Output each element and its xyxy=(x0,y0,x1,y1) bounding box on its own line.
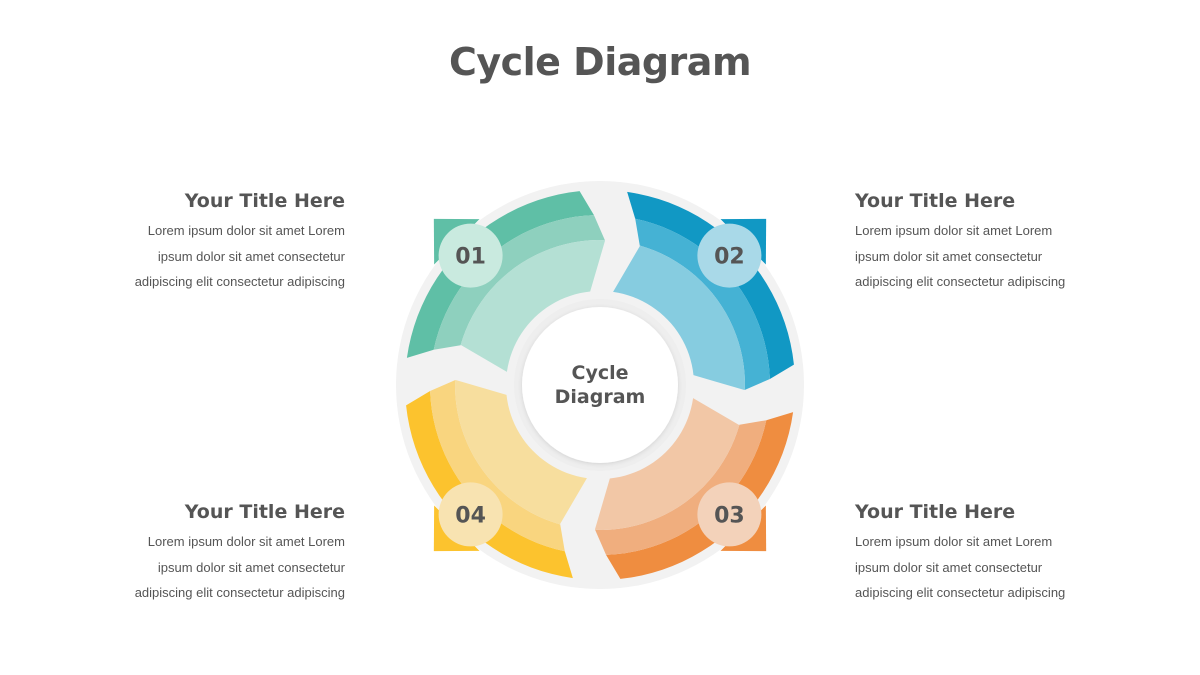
cycle-diagram: Cycle Diagram 01 02 03 04 xyxy=(380,165,820,605)
step-01-body-line: Lorem ipsum dolor sit amet Lorem xyxy=(147,223,345,238)
step-03-text: Your Title Here Lorem ipsum dolor sit am… xyxy=(855,501,1115,606)
center-circle xyxy=(522,307,678,463)
step-03-number: 03 xyxy=(714,503,745,528)
center-label-line-2: Diagram xyxy=(555,386,646,408)
step-02-body-line: Lorem ipsum dolor sit amet Lorem xyxy=(855,223,1053,238)
step-04-badge xyxy=(438,482,503,547)
step-01-title: Your Title Here xyxy=(184,190,345,212)
step-04-body-line: adipiscing elit consectetur adipiscing xyxy=(134,585,345,600)
segment-02-band-inner xyxy=(613,245,745,391)
step-04-title: Your Title Here xyxy=(184,501,345,523)
cycle-diagram-graphic: Cycle Diagram 01 02 03 04 xyxy=(396,181,804,589)
segment-01-band-inner xyxy=(460,240,606,372)
step-02-number: 02 xyxy=(714,245,745,270)
step-02-badge xyxy=(697,223,762,288)
step-03-title: Your Title Here xyxy=(855,501,1016,523)
step-03-body: Lorem ipsum dolor sit amet Lorem ipsum d… xyxy=(855,529,1115,606)
step-03-badge xyxy=(697,482,762,547)
step-01-body: Lorem ipsum dolor sit amet Lorem ipsum d… xyxy=(85,218,345,295)
step-04-body: Lorem ipsum dolor sit amet Lorem ipsum d… xyxy=(85,529,345,606)
cycle-segment-01 xyxy=(406,191,606,372)
cycle-segment-03 xyxy=(594,398,794,579)
step-01-badge xyxy=(438,223,503,288)
step-02-body-line: adipiscing elit consectetur adipiscing xyxy=(855,274,1066,289)
segment-04-band-outer xyxy=(406,391,573,579)
center-label-line-1: Cycle xyxy=(572,362,629,384)
segment-02-band-outer xyxy=(627,191,794,379)
step-01-number: 01 xyxy=(455,245,486,270)
cycle-segments xyxy=(406,191,794,579)
step-02-title: Your Title Here xyxy=(855,190,1016,212)
segment-01-band-outer xyxy=(406,191,594,358)
step-03-body-line: adipiscing elit consectetur adipiscing xyxy=(855,585,1066,600)
segment-03-band-outer xyxy=(606,412,794,579)
step-02-text: Your Title Here Lorem ipsum dolor sit am… xyxy=(855,190,1115,295)
step-04-text: Your Title Here Lorem ipsum dolor sit am… xyxy=(85,501,345,606)
cycle-badges: 01 02 03 04 xyxy=(433,218,767,552)
step-04-body-line: ipsum dolor sit amet consectetur xyxy=(157,559,345,575)
segment-04-band-inner xyxy=(455,379,587,525)
step-03-body-line: ipsum dolor sit amet consectetur xyxy=(855,559,1043,575)
step-01-text: Your Title Here Lorem ipsum dolor sit am… xyxy=(85,190,345,295)
step-01-body-line: adipiscing elit consectetur adipiscing xyxy=(134,274,345,289)
segment-03-band-inner xyxy=(594,398,740,530)
step-02-body-line: ipsum dolor sit amet consectetur xyxy=(855,248,1043,264)
step-02-body: Lorem ipsum dolor sit amet Lorem ipsum d… xyxy=(855,218,1115,295)
cycle-segment-04 xyxy=(406,379,587,579)
step-04-body-line: Lorem ipsum dolor sit amet Lorem xyxy=(147,534,345,549)
step-01-body-line: ipsum dolor sit amet consectetur xyxy=(157,248,345,264)
page-title: Cycle Diagram xyxy=(448,40,752,84)
step-03-body-line: Lorem ipsum dolor sit amet Lorem xyxy=(855,534,1053,549)
step-04-number: 04 xyxy=(455,503,486,528)
